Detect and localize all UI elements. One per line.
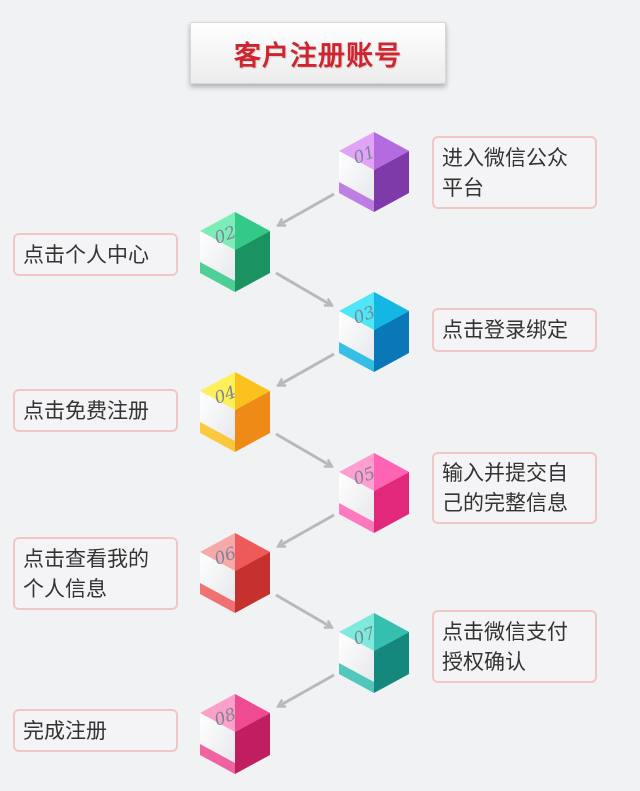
arrow-04-05	[275, 432, 331, 466]
cube-shape: 08	[200, 694, 270, 774]
cube-top-overlay	[235, 372, 270, 410]
step-cube-05: 05	[336, 451, 412, 535]
cube-left-band	[200, 744, 235, 774]
cube-right-face	[235, 391, 270, 452]
cube-shape: 02	[200, 212, 270, 292]
cube-right-face	[374, 472, 409, 533]
cube-right-face	[235, 552, 270, 613]
arrow-02-03	[275, 271, 331, 305]
arrow-07-08	[279, 673, 335, 706]
cube-right-face	[374, 632, 409, 693]
step-label-02: 点击个人中心	[13, 233, 178, 276]
step-label-06: 点击查看我的 个人信息	[13, 537, 178, 610]
cube-top-overlay	[374, 613, 409, 651]
cube-top-overlay	[235, 212, 270, 250]
cube-left-band	[339, 182, 374, 212]
cube-left-band	[339, 503, 374, 533]
diagram-title: 客户注册账号	[234, 40, 402, 72]
cube-right-face	[374, 151, 409, 212]
cube-shape: 04	[200, 372, 270, 452]
cube-shape: 01	[339, 132, 409, 212]
step-cube-08: 08	[197, 692, 273, 776]
arrow-03-04	[279, 352, 335, 385]
step-cube-01: 01	[336, 130, 412, 214]
step-label-01: 进入微信公众 平台	[432, 136, 597, 209]
cube-left-band	[200, 262, 235, 292]
cube-top-overlay	[374, 132, 409, 170]
cube-top-overlay	[374, 292, 409, 330]
step-label-03: 点击登录绑定	[432, 308, 597, 352]
cube-shape: 07	[339, 613, 409, 693]
cube-shape: 05	[339, 453, 409, 533]
arrow-05-06	[279, 513, 335, 546]
cube-top-overlay	[374, 453, 409, 491]
arrow-06-07	[275, 593, 331, 627]
step-label-07: 点击微信支付 授权确认	[432, 610, 597, 683]
cube-top-overlay	[235, 533, 270, 571]
title-banner: 客户注册账号	[190, 22, 446, 84]
step-label-08: 完成注册	[13, 709, 178, 752]
step-cube-06: 06	[197, 531, 273, 615]
cube-left-band	[339, 342, 374, 372]
cube-top-overlay	[235, 694, 270, 732]
cube-left-band	[339, 663, 374, 693]
cube-left-band	[200, 583, 235, 613]
step-label-04: 点击免费注册	[13, 389, 178, 432]
cube-shape: 06	[200, 533, 270, 613]
step-cube-03: 03	[336, 290, 412, 374]
step-cube-02: 02	[197, 210, 273, 294]
cube-right-face	[235, 231, 270, 292]
step-cube-07: 07	[336, 611, 412, 695]
cube-left-band	[200, 422, 235, 452]
step-cube-04: 04	[197, 370, 273, 454]
step-label-05: 输入并提交自 己的完整信息	[432, 452, 597, 524]
cube-right-face	[374, 311, 409, 372]
cube-right-face	[235, 713, 270, 774]
arrow-01-02	[279, 192, 335, 225]
cube-shape: 03	[339, 292, 409, 372]
